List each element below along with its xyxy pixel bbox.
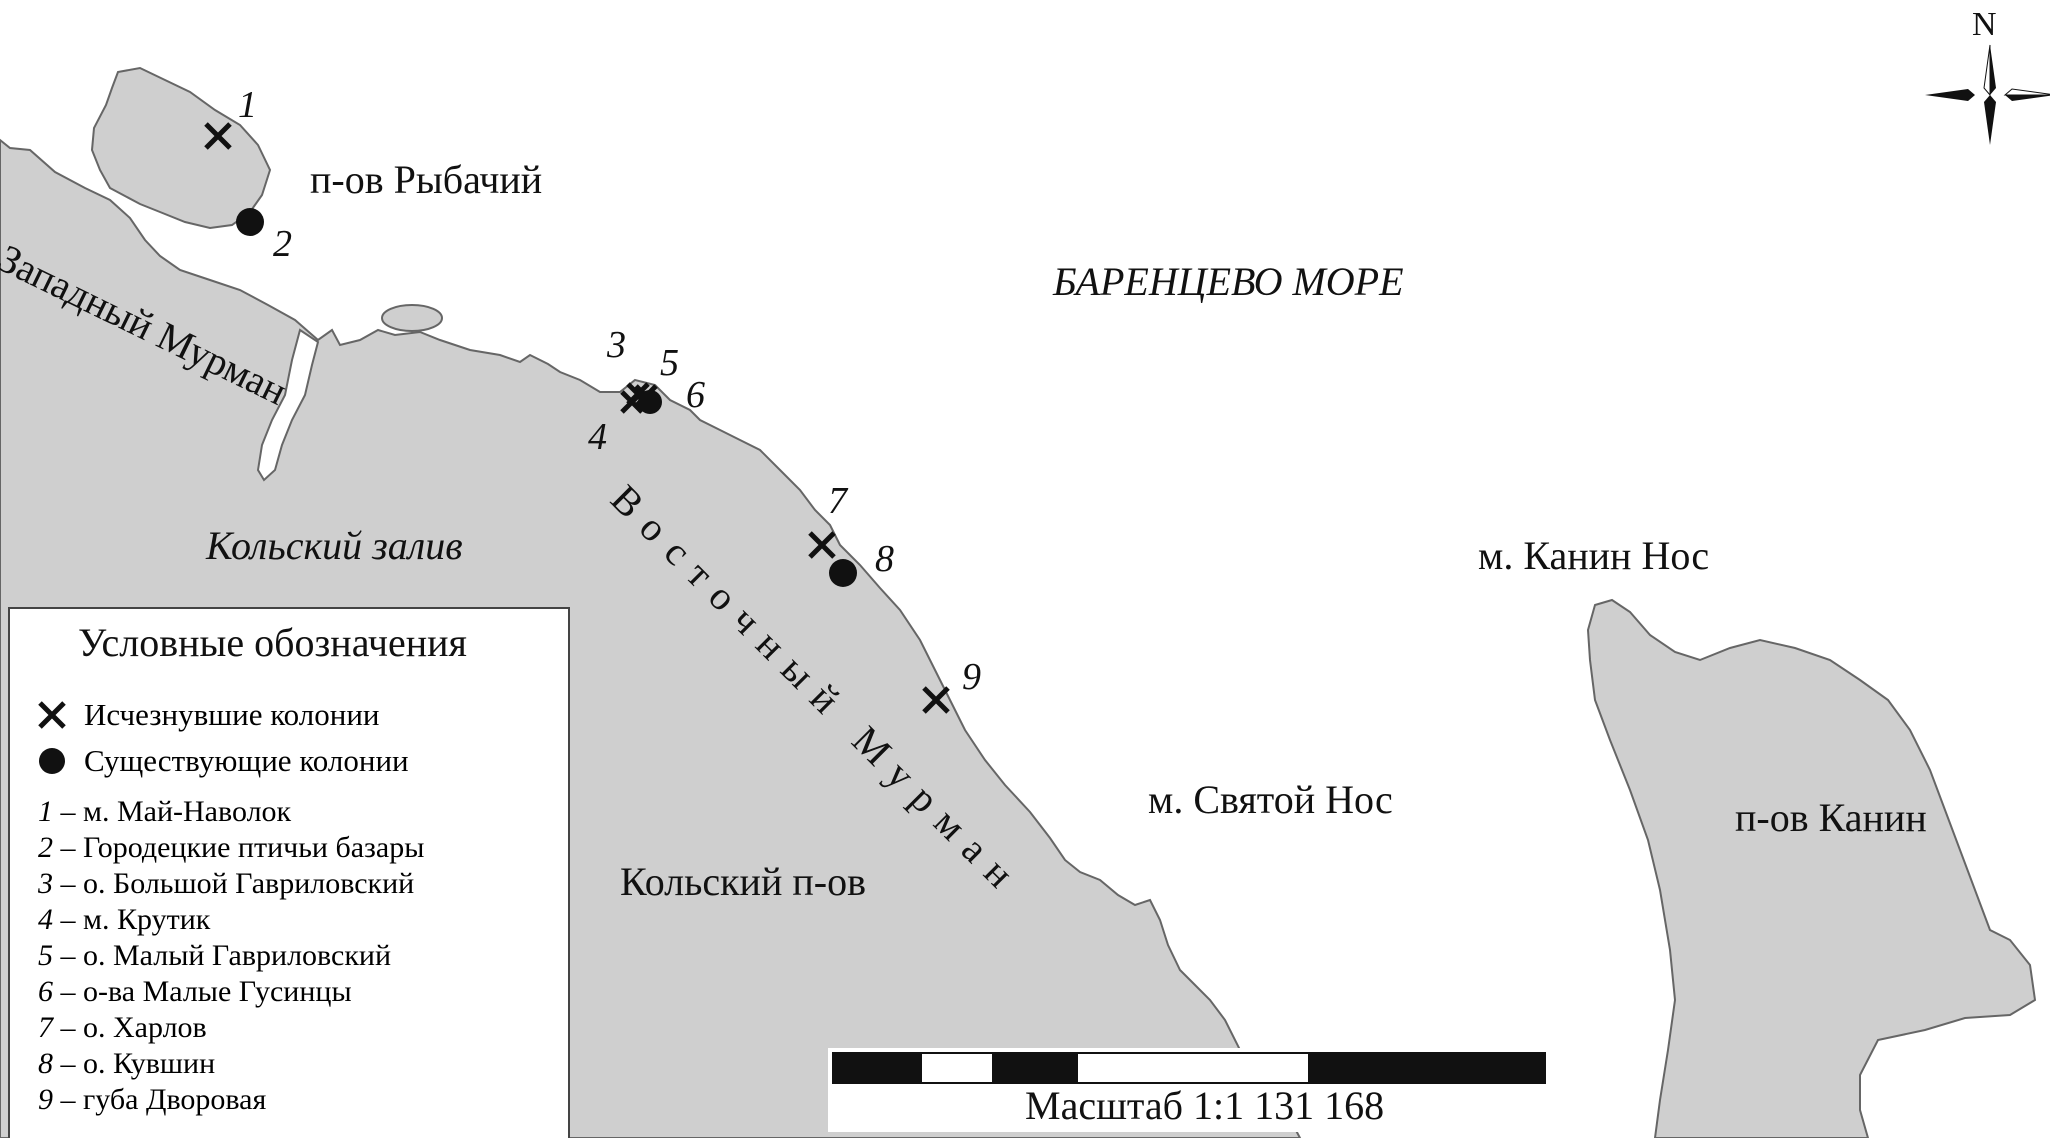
legend-entry: 2 – Городецкие птичьи базары <box>38 831 425 864</box>
marker-site-6 <box>638 390 662 414</box>
label-kola-bay: Кольский залив <box>206 523 463 568</box>
site-number-2: 2 <box>273 223 292 265</box>
legend-entry: 3 – о. Большой Гавриловский <box>38 867 415 900</box>
site-number-6: 6 <box>686 374 705 416</box>
legend-entry: 4 – м. Крутик <box>38 903 211 936</box>
label-kanin-nos: м. Канин Нос <box>1478 533 1710 578</box>
scale-segment <box>834 1054 922 1082</box>
site-number-5: 5 <box>660 342 679 384</box>
scale-caption: Масштаб 1:1 131 168 <box>1025 1083 1385 1128</box>
legend-symbol-label: Существующие колонии <box>84 743 409 778</box>
site-number-7: 7 <box>828 480 847 522</box>
scale-bar-box <box>828 1048 1550 1132</box>
kola-bay-water <box>256 328 320 482</box>
legend-entry: 8 – о. Кувшин <box>38 1047 216 1080</box>
site-number-1: 1 <box>238 84 257 126</box>
marker-site-8 <box>829 559 857 587</box>
scale-segment <box>992 1054 1078 1082</box>
legend-box: Условные обозначения Исчезнувшие колонии… <box>8 607 570 1138</box>
cross-icon <box>32 697 72 733</box>
label-barents-sea: БАРЕНЦЕВО МОРЕ <box>1053 259 1404 304</box>
legend-title: Условные обозначения <box>78 620 467 665</box>
legend-entry: 6 – о-ва Малые Гусинцы <box>38 975 352 1008</box>
site-number-9: 9 <box>962 656 981 698</box>
compass-rose-icon <box>1925 44 2050 145</box>
marker-site-1 <box>204 122 232 150</box>
label-kola-peninsula: Кольский п-ов <box>620 859 866 904</box>
scale-segment <box>922 1054 992 1082</box>
rybachy-peninsula-land <box>90 66 272 230</box>
legend-entry: 1 – м. Май-Наволок <box>38 795 292 828</box>
legend-row-extinct: Исчезнувшие колонии <box>32 697 380 733</box>
marker-site-9 <box>922 686 950 714</box>
label-kanin-peninsula: п-ов Канин <box>1735 795 1927 840</box>
site-number-4: 4 <box>588 416 607 458</box>
compass-north-letter: N <box>1972 6 1997 43</box>
site-number-8: 8 <box>875 538 894 580</box>
label-rybachy: п-ов Рыбачий <box>310 157 543 202</box>
site-number-3: 3 <box>607 324 626 366</box>
marker-site-2 <box>236 208 264 236</box>
legend-row-existing: Существующие колонии <box>32 743 409 779</box>
label-svyatoy-nos: м. Святой Нос <box>1148 777 1393 822</box>
island-kildin <box>381 304 443 332</box>
legend-entry: 5 – о. Малый Гавриловский <box>38 939 392 972</box>
legend-entry: 7 – о. Харлов <box>38 1011 207 1044</box>
legend-symbol-label: Исчезнувшие колонии <box>84 697 380 732</box>
marker-site-7 <box>808 531 836 559</box>
marker-site-4 <box>620 390 644 414</box>
dot-icon <box>32 743 72 779</box>
scale-segment <box>1078 1054 1308 1082</box>
scale-bar <box>832 1052 1546 1084</box>
kanin-peninsula-land <box>1586 598 2037 1138</box>
scale-segment <box>1308 1054 1544 1082</box>
legend-entry: 9 – губа Дворовая <box>38 1083 267 1116</box>
